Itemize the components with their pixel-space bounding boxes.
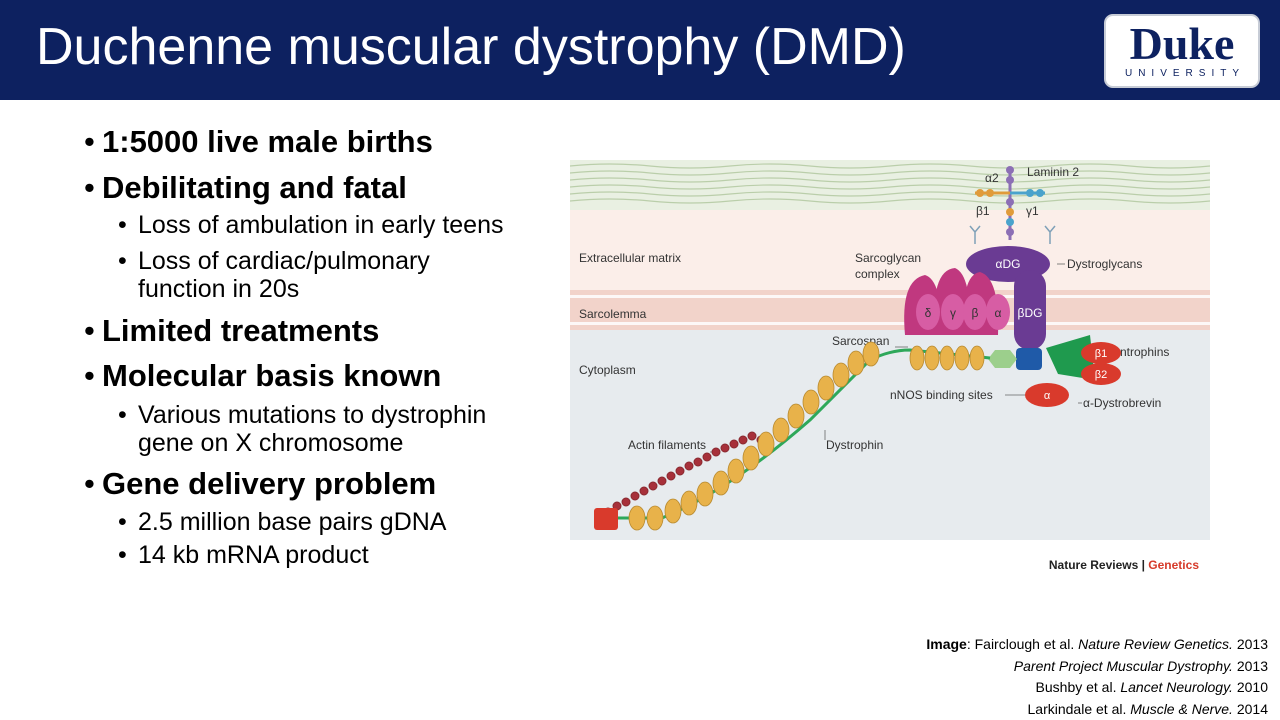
laminin-protein xyxy=(969,166,1056,244)
subbullet-gdna: •2.5 million base pairs gDNA xyxy=(118,508,447,536)
title-bar: Duchenne muscular dystrophy (DMD) Duke U… xyxy=(0,0,1280,100)
label-dystrobrevin: α-Dystrobrevin xyxy=(1083,396,1161,410)
label-sarcospan: Sarcospan xyxy=(832,334,889,348)
syntrophin-anchor xyxy=(1046,335,1095,380)
label-syntrophins: Syntrophins xyxy=(1106,345,1169,359)
alpha-label: α xyxy=(995,306,1002,320)
slide-title: Duchenne muscular dystrophy (DMD) xyxy=(36,18,906,76)
bullet-molecular: •Molecular basis known xyxy=(84,358,442,393)
sarcoglycan-complex xyxy=(904,268,1010,335)
credit-line-2: Parent Project Muscular Dystrophy. 2013 xyxy=(1013,657,1268,674)
hexagon-domain xyxy=(988,350,1017,368)
blue-domain xyxy=(1016,348,1042,370)
actin-binding-domain xyxy=(594,508,618,530)
image-credits: Image: Fairclough et al. Nature Review G… xyxy=(926,634,1268,720)
extracellular-space xyxy=(570,210,1210,290)
label-dystroglycans: Dystroglycans xyxy=(1067,257,1142,271)
subbullet-mrna: •14 kb mRNA product xyxy=(118,541,369,569)
beta-dystroglycan xyxy=(1014,270,1046,350)
label-gamma1: γ1 xyxy=(1026,204,1039,218)
subbullet-ambulation: •Loss of ambulation in early teens xyxy=(118,211,504,239)
label-dystrophin: Dystrophin xyxy=(826,438,883,452)
label-actin: Actin filaments xyxy=(628,438,706,452)
syntrophin-b1 xyxy=(1081,342,1121,364)
svg-text:β2: β2 xyxy=(1095,369,1107,381)
label-alpha2: α2 xyxy=(985,171,999,185)
actin-filament xyxy=(603,431,766,517)
bullet-treatments: •Limited treatments xyxy=(84,313,380,348)
syntrophin-b2 xyxy=(1081,363,1121,385)
gamma-label: γ xyxy=(950,306,956,320)
logo-subtitle: UNIVERSITY xyxy=(1124,68,1245,79)
label-sarcoglycan: Sarcoglycan xyxy=(855,251,921,265)
beta-label: β xyxy=(972,306,979,320)
label-cytoplasm: Cytoplasm xyxy=(579,363,636,377)
adg-label: αDG xyxy=(996,257,1021,271)
delta-label: δ xyxy=(925,306,932,320)
logo-wordmark: Duke xyxy=(1129,18,1235,69)
bullet-gene-delivery: •Gene delivery problem xyxy=(84,466,437,501)
label-laminin: Laminin 2 xyxy=(1027,165,1079,179)
credit-line-3: Bushby et al. Lancet Neurology. 2010 xyxy=(1035,679,1268,695)
dystrophin-complex-figure: Extracellular matrix Sarcolemma Cytoplas… xyxy=(570,160,1210,580)
label-ecm: Extracellular matrix xyxy=(579,251,681,265)
svg-text:α: α xyxy=(1044,390,1051,402)
bullet-debilitating: •Debilitating and fatal xyxy=(84,170,407,205)
svg-text:β1: β1 xyxy=(1095,348,1107,360)
label-nnos: nNOS binding sites xyxy=(890,388,993,402)
label-beta1: β1 xyxy=(976,204,990,218)
label-sarcolemma: Sarcolemma xyxy=(579,307,647,321)
journal-credit: Nature Reviews | Genetics xyxy=(1049,558,1199,572)
duke-logo: Duke UNIVERSITY xyxy=(1104,14,1260,88)
bullet-births: •1:5000 live male births xyxy=(84,124,433,159)
dystrobrevin-alpha xyxy=(1025,383,1069,407)
credit-line-1: Image: Fairclough et al. Nature Review G… xyxy=(926,636,1268,652)
bdg-label: βDG xyxy=(1018,306,1043,320)
credit-line-4: Larkindale et al. Muscle & Nerve. 2014 xyxy=(1027,700,1268,717)
dystrophin-rod xyxy=(628,341,985,531)
label-sarcoglycan-2: complex xyxy=(855,267,900,281)
